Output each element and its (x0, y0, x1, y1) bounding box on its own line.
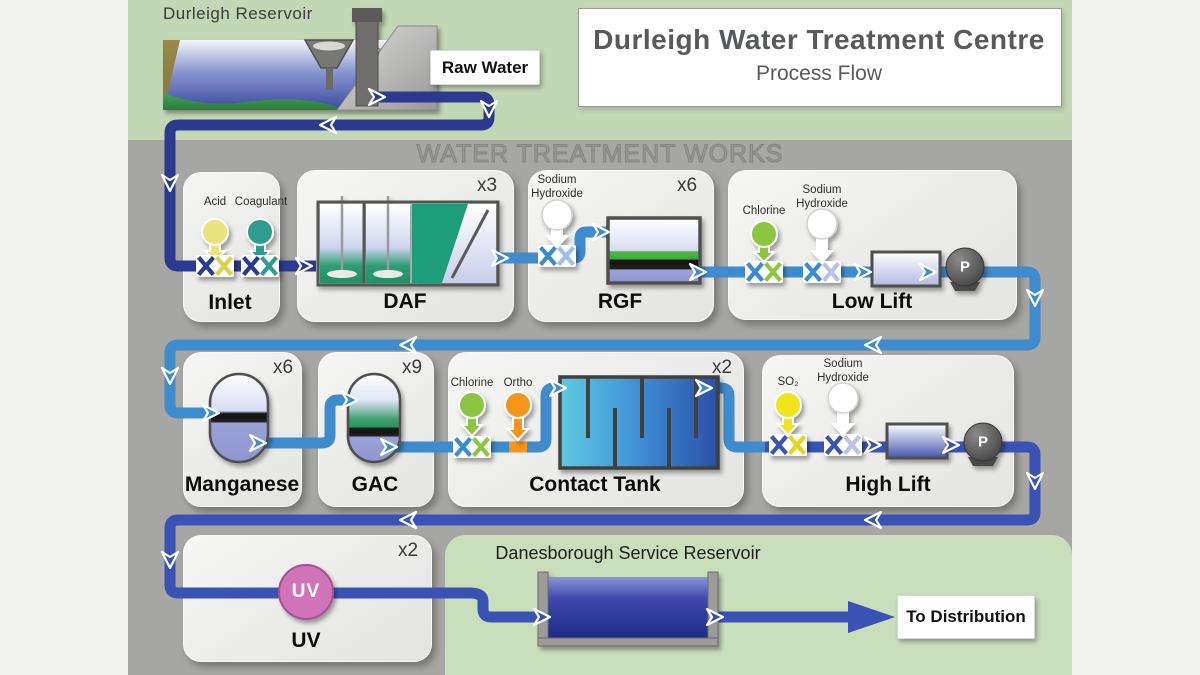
chem-label-coagulant: Coagulant (234, 196, 288, 208)
chem-label-ortho: Ortho (503, 377, 533, 389)
pump-letter: P (959, 258, 971, 276)
to-distribution-tag: To Distribution (897, 595, 1035, 639)
stage-label-low-lift: Low Lift (831, 290, 913, 313)
unit-count-manganese: x6 (272, 357, 294, 378)
unit-count-contact-tank: x2 (711, 357, 733, 378)
uv-unit-label: UV (291, 581, 321, 602)
service-reservoir-label: Danesborough Service Reservoir (495, 543, 761, 563)
chem-label-chlorine: Chlorine (450, 377, 494, 389)
chem-label-chlorine: Chlorine (742, 205, 786, 217)
chem-label-sodium-hydroxide: Sodium Hydroxide (817, 358, 869, 384)
unit-count-uv: x2 (397, 540, 419, 561)
reservoir-label: Durleigh Reservoir (163, 4, 313, 23)
unit-count-rgf: x6 (676, 175, 698, 196)
chem-label-sodium-hydroxide: Sodium Hydroxide (796, 184, 848, 210)
stage-label-contact-tank: Contact Tank (529, 473, 661, 496)
chem-label-so2: SO₂ (777, 376, 799, 388)
stage-label-gac: GAC (351, 473, 399, 496)
unit-count-gac: x9 (401, 357, 423, 378)
page-title: Durleigh Water Treatment Centre (593, 24, 1045, 55)
stage-label-inlet: Inlet (208, 291, 252, 314)
stage-label-uv: UV (291, 629, 321, 652)
unit-count-daf: x3 (476, 175, 498, 196)
chem-label-sodium-hydroxide: Sodium Hydroxide (531, 174, 583, 200)
page-subtitle: Process Flow (755, 62, 883, 85)
raw-water-tag: Raw Water (430, 50, 540, 85)
pump-letter: P (977, 433, 989, 451)
stage-label-manganese: Manganese (184, 473, 300, 496)
stage-label-daf: DAF (383, 290, 427, 313)
title-box (578, 8, 1062, 107)
stage-label-high-lift: High Lift (845, 473, 931, 496)
stage-label-rgf: RGF (597, 290, 643, 313)
chem-label-acid: Acid (203, 196, 227, 208)
works-banner: WATER TREATMENT WORKS (416, 139, 784, 168)
